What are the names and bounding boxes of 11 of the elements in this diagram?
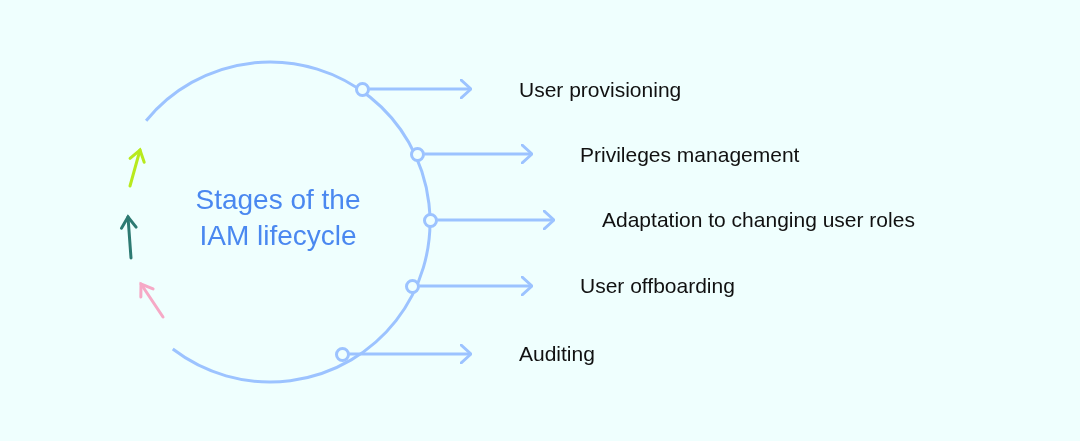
arrow [419,275,534,297]
arrow [424,143,534,165]
stage-label: Privileges management [532,142,800,168]
stage-label: Adaptation to changing user roles [554,207,915,233]
arrow [349,343,473,365]
center-title: Stages of the IAM lifecycle [170,182,386,254]
stage-label: User provisioning [471,77,682,103]
arrow [437,209,556,231]
arrow [369,78,473,100]
stage-label: User offboarding [532,273,735,299]
stage-label: Auditing [471,341,595,367]
